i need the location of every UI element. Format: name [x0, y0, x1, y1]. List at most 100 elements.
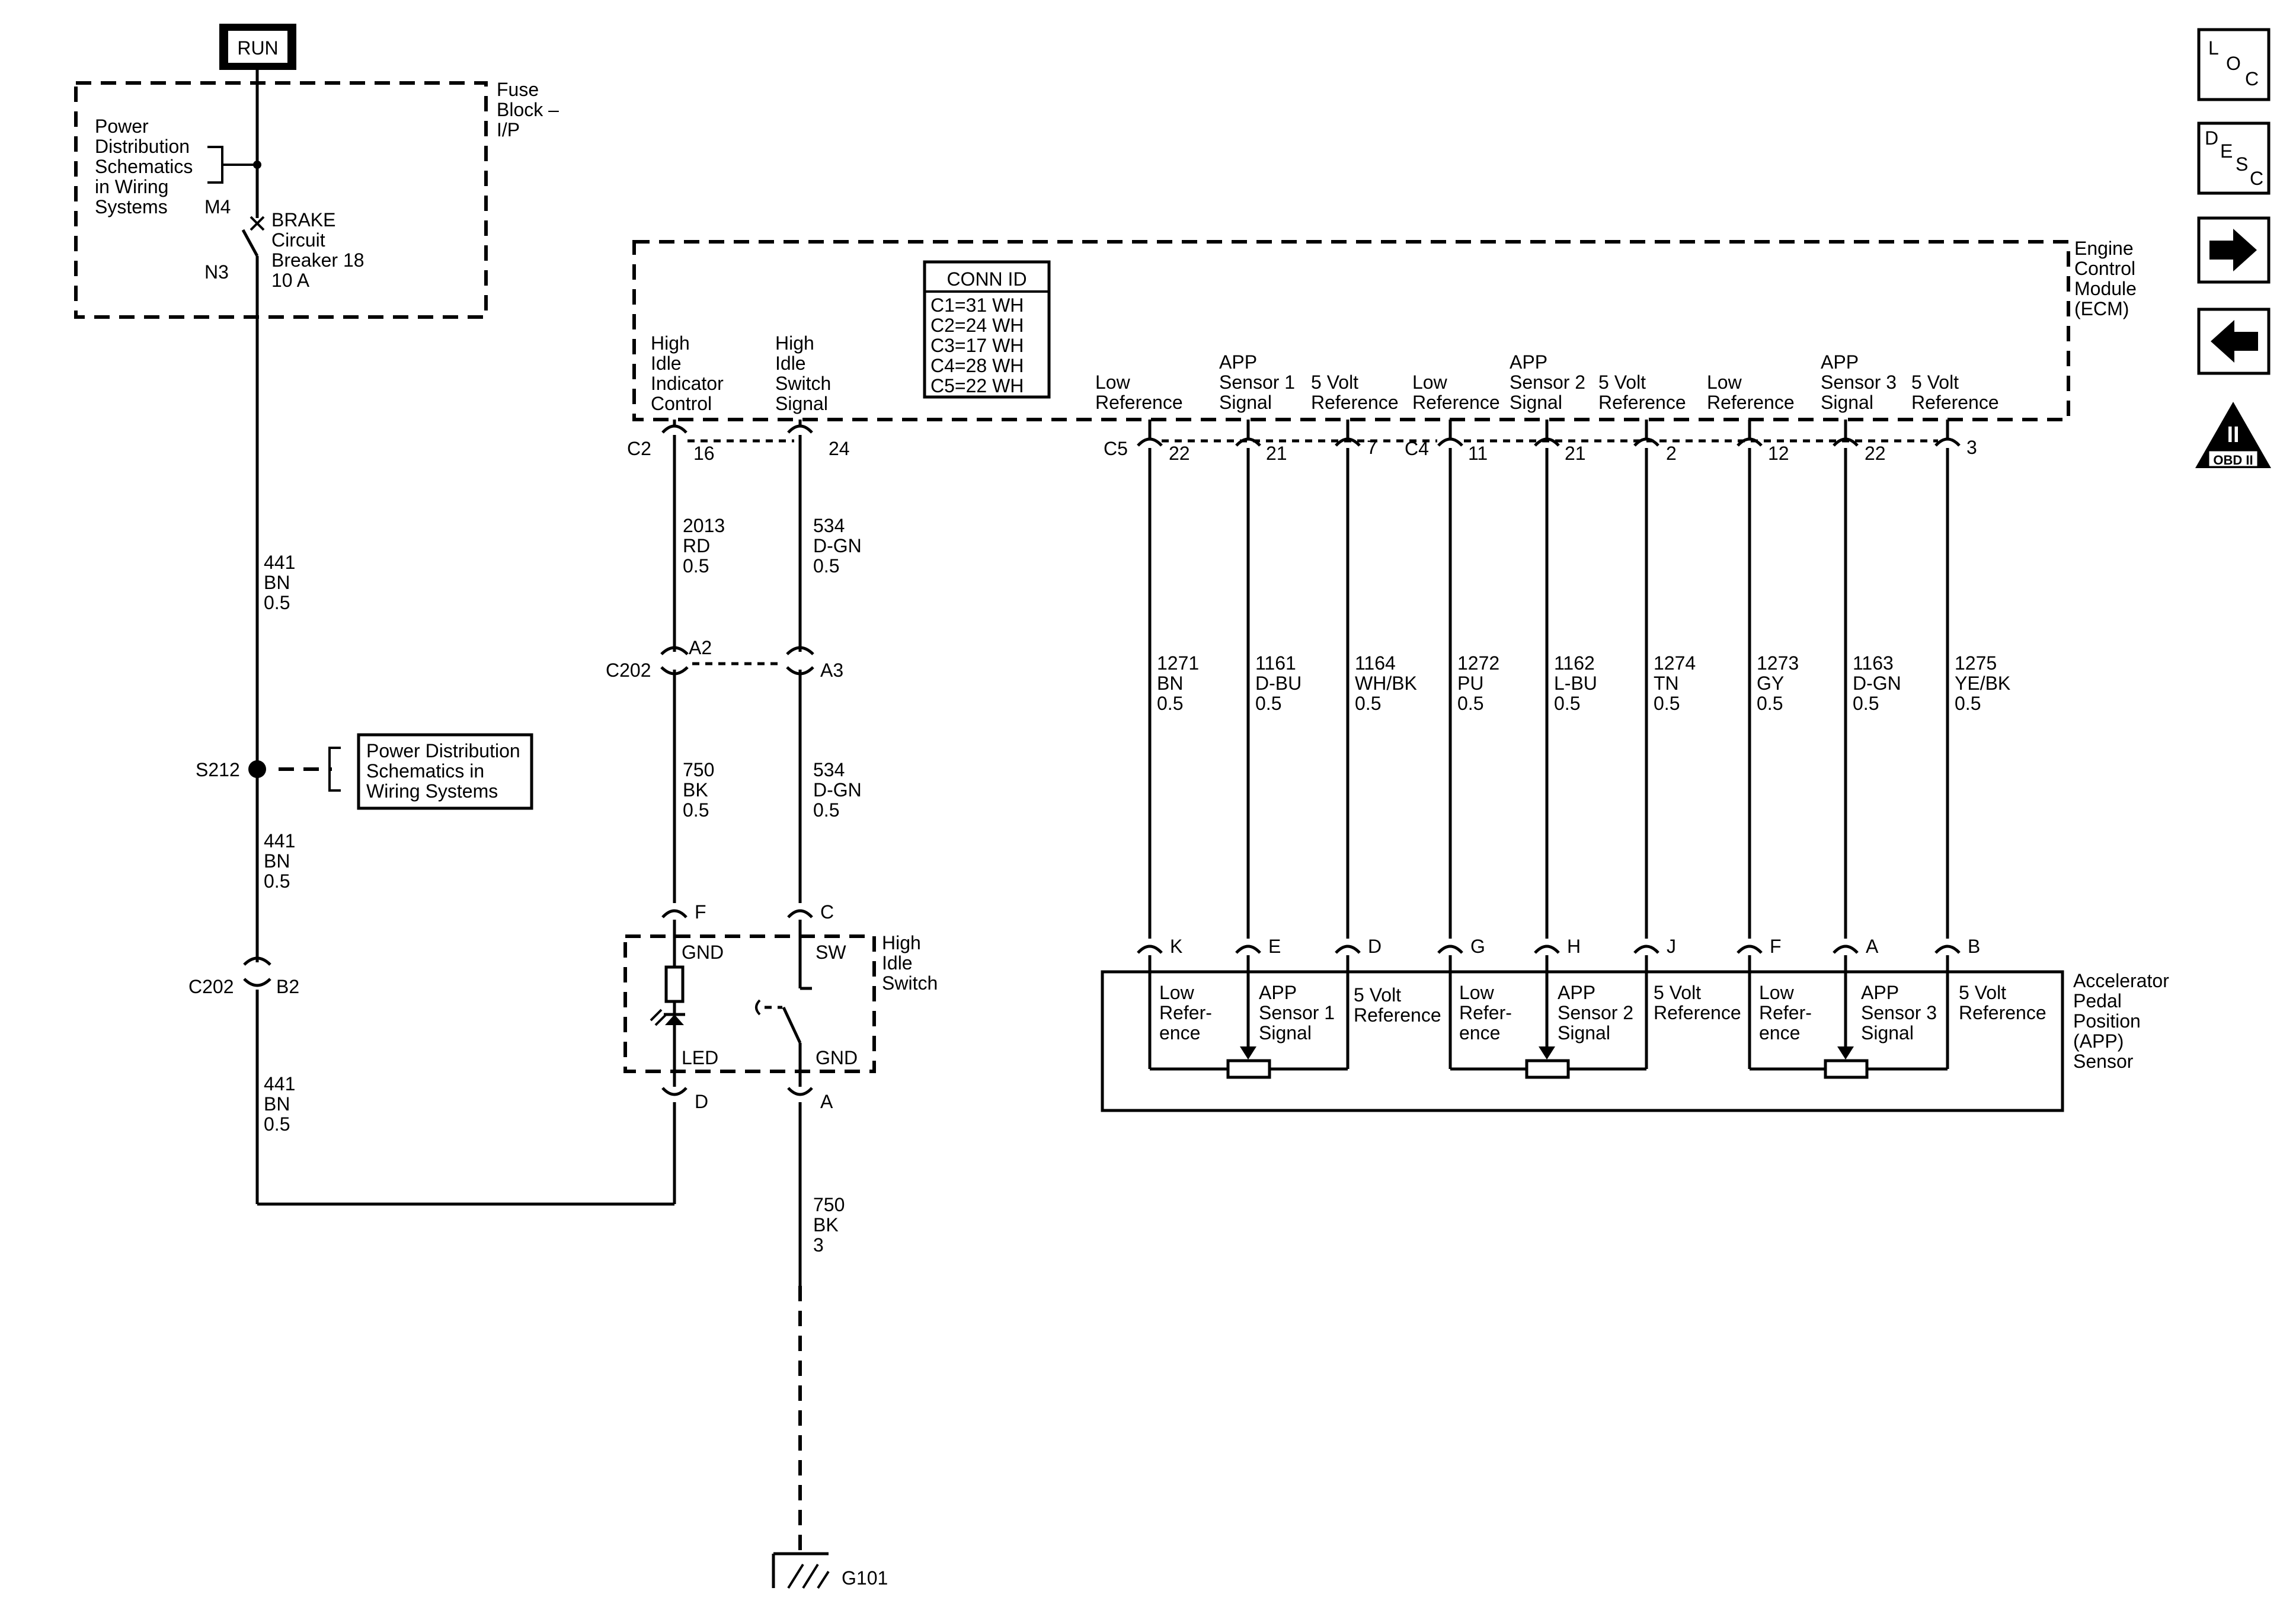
app-sensor-title-4: (APP) [2073, 1030, 2124, 1052]
connector-c4-label: C4 [1405, 438, 1429, 459]
app-label-lowref-1b: Refer- [1159, 1002, 1212, 1023]
ecm-label-app1-2: Sensor 1 [1219, 372, 1295, 393]
connector-c202-b2: C202 B2 [188, 956, 299, 997]
switch-pin-f: F [695, 901, 706, 923]
wire-1273-gauge: 0.5 [1757, 693, 1783, 714]
wire-534-gauge-lower: 0.5 [813, 799, 839, 821]
ecm-title-2: Control [2074, 258, 2135, 279]
switch-gnd-bottom: GND [816, 1047, 858, 1068]
wire-534-number-lower: 534 [813, 759, 845, 780]
wire-1273-color: GY [1757, 673, 1784, 694]
wire-2013-color: RD [683, 535, 710, 556]
wire-1272-gauge: 0.5 [1457, 693, 1483, 714]
switch-pin-a: A [820, 1091, 833, 1112]
app-label-s2-1: APP [1558, 982, 1595, 1003]
loc-letter-l: L [2208, 37, 2219, 59]
wire-441-gauge-2: 0.5 [264, 870, 290, 892]
switch-outline [623, 934, 876, 1073]
previous-button[interactable] [2197, 308, 2271, 375]
wire-1275-color: YE/BK [1955, 673, 2010, 694]
app-label-s3-3: Signal [1861, 1022, 1914, 1044]
wire-1164-color: WH/BK [1355, 673, 1417, 694]
ecm-label-hi-sw-4: Signal [775, 393, 828, 414]
ecm-label-app1-1: APP [1219, 351, 1257, 373]
power-dist-note-5: Systems [95, 196, 168, 217]
ground-g101-icon: G101 [772, 1552, 888, 1589]
app-sensor-title-3: Position [2073, 1010, 2141, 1032]
wire-1162-gauge: 0.5 [1554, 693, 1580, 714]
app-label-5v-3b: Reference [1959, 1002, 2046, 1023]
wire-1272-number: 1272 [1457, 652, 1499, 674]
wire-1271-color: BN [1157, 673, 1183, 694]
high-idle-wires: 2013 RD 0.5 534 D-GN 0.5 C202 A2 A3 750 … [606, 420, 862, 903]
app-pin-h: H [1567, 936, 1581, 957]
desc-letter-s: S [2236, 153, 2248, 175]
app-label-lowref-1a: Low [1159, 982, 1195, 1003]
wire-441-label-3: 441 [264, 1073, 295, 1094]
next-button[interactable] [2197, 216, 2271, 284]
ecm-title-4: (ECM) [2074, 298, 2129, 319]
sensor-3-potentiometer-icon [1748, 955, 1949, 1079]
power-dist-note-1: Power [95, 116, 149, 137]
power-dist-box-line-2: Schematics in [366, 760, 484, 782]
power-dist-box [357, 733, 533, 810]
wire-1164-gauge: 0.5 [1355, 693, 1381, 714]
fuse-block: Fuse Block – I/P Power Distribution Sche… [74, 79, 559, 319]
ground-g101-label: G101 [842, 1567, 888, 1589]
power-dist-note-2: Distribution [95, 136, 190, 157]
ecm-module: Engine Control Module (ECM) CONN ID C1=3… [627, 238, 2137, 464]
c202-pin-b2: B2 [276, 976, 299, 997]
ecm-pin-12: 12 [1768, 443, 1789, 464]
ecm-label-hi-ind-3: Indicator [651, 373, 724, 394]
app-wires: 1271 BN 0.5 1161 D-BU 0.5 1164 WH/BK 0.5… [1137, 420, 2010, 954]
switch-title-2: Idle [882, 952, 913, 974]
app-pin-d: D [1368, 936, 1382, 957]
switch-led-label: LED [682, 1047, 718, 1068]
ecm-pin-3: 3 [1966, 437, 1977, 458]
app-pin-k: K [1170, 936, 1182, 957]
app-pin-g: G [1470, 936, 1485, 957]
ecm-label-hi-ind-4: Control [651, 393, 712, 414]
arrow-left-icon [2211, 320, 2258, 363]
loc-button[interactable]: L O C [2197, 28, 2271, 101]
ecm-label-app2-2: Sensor 2 [1510, 372, 1585, 393]
wire-750-ground-color: BK [813, 1214, 839, 1235]
ecm-label-lowref-2b: Reference [1412, 392, 1500, 413]
app-label-5v-2b: Reference [1654, 1002, 1741, 1023]
app-label-lowref-3a: Low [1759, 982, 1795, 1003]
wire-534-color-lower: D-GN [813, 779, 862, 801]
run-indicator: RUN [219, 24, 296, 70]
app-label-s1-2: Sensor 1 [1259, 1002, 1335, 1023]
ecm-label-app3-1: APP [1821, 351, 1859, 373]
ecm-label-5vref-1b: Reference [1311, 392, 1399, 413]
app-label-5v-3a: 5 Volt [1959, 982, 2006, 1003]
power-dist-note-4: in Wiring [95, 176, 168, 197]
app-sensor-title-2: Pedal [2073, 990, 2122, 1012]
wire-1271-number: 1271 [1157, 652, 1199, 674]
app-sensor-title-5: Sensor [2073, 1051, 2134, 1072]
wire-1272-color: PU [1457, 673, 1483, 694]
wire-441-color-3: BN [264, 1093, 290, 1115]
ecm-label-lowref-3a: Low [1707, 372, 1742, 393]
desc-button[interactable]: D E S C [2197, 121, 2271, 195]
breaker-label-1: BRAKE [271, 209, 335, 231]
conn-id-row-c2: C2=24 WH [930, 315, 1024, 336]
ecm-label-5vref-2b: Reference [1598, 392, 1686, 413]
switch-title-3: Switch [882, 972, 938, 994]
wire-1273-number: 1273 [1757, 652, 1799, 674]
obd-ii-button[interactable]: II OBD II [2195, 402, 2271, 468]
ecm-label-5vref-3a: 5 Volt [1911, 372, 1959, 393]
wire-1163-number: 1163 [1853, 652, 1894, 674]
power-dist-box-line-1: Power Distribution [366, 740, 520, 761]
breaker-label-4: 10 A [271, 270, 310, 291]
ecm-cups [1137, 437, 1961, 447]
ecm-label-lowref-3b: Reference [1707, 392, 1795, 413]
c202-left-label: C202 [188, 976, 234, 997]
wire-1271-gauge: 0.5 [1157, 693, 1183, 714]
pin-n3: N3 [204, 261, 229, 283]
loc-letter-o: O [2226, 53, 2241, 74]
wire-534-color-upper: D-GN [813, 535, 862, 556]
c202-pin-a2: A2 [689, 637, 712, 658]
app-pin-b: B [1968, 936, 1980, 957]
wire-534-number-upper: 534 [813, 515, 845, 536]
